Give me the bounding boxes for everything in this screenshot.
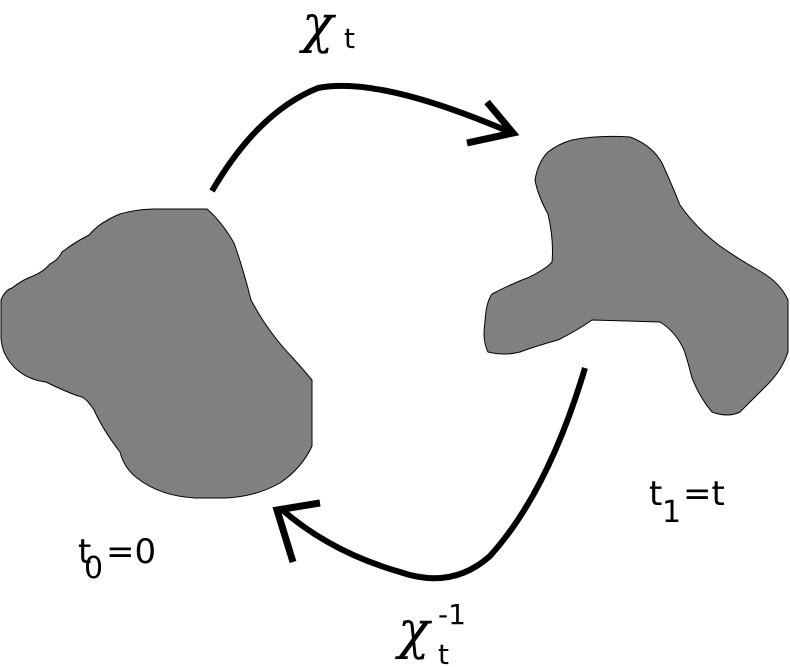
initial-time-subscript: 0 [84, 551, 103, 586]
initial-time-label: t 0 =0 [78, 532, 156, 586]
initial-time-var: t [78, 532, 91, 572]
chi-symbol: χ [298, 0, 337, 55]
initial-time-value: =0 [106, 532, 156, 572]
current-time-var: t [649, 474, 662, 514]
forward-map-arrow [209, 82, 514, 193]
chi-subscript: t [344, 22, 355, 55]
current-time-value: =t [683, 474, 725, 514]
inverse-arrowhead-icon [272, 499, 321, 564]
chi-inverse-subscript: t [438, 638, 449, 667]
forward-map-label: χ t [298, 0, 355, 55]
chi-inverse-symbol: χ [394, 601, 433, 661]
inverse-map-arrow [278, 367, 588, 582]
current-configuration-shape [483, 135, 789, 416]
forward-arrowhead-icon [466, 99, 520, 147]
current-time-subscript: 1 [662, 495, 681, 530]
reference-configuration-shape [0, 208, 313, 499]
current-time-label: t 1 =t [649, 474, 725, 530]
chi-inverse-superscript: -1 [438, 598, 466, 631]
inverse-map-label: χ -1 t [394, 598, 466, 667]
